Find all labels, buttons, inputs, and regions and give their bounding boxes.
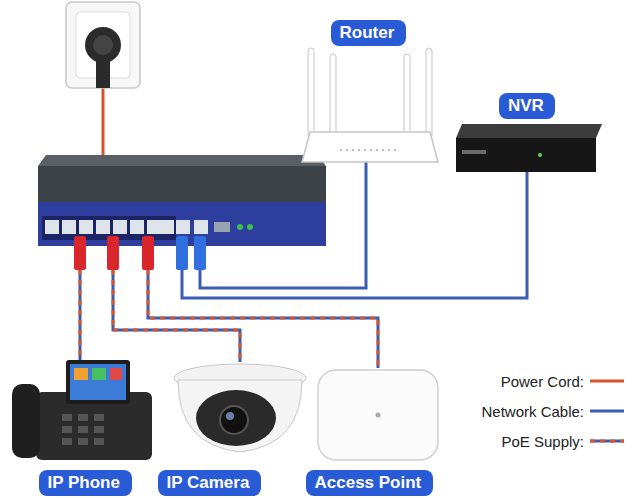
- legend-sample: [588, 436, 626, 446]
- ip-phone-part: [110, 368, 122, 380]
- device-label: Access Point: [306, 470, 433, 496]
- ip-camera-part: [178, 380, 302, 452]
- access-point-part: [376, 413, 381, 418]
- ip-phone-part-part: [78, 414, 88, 421]
- ip-phone-part-part: [94, 426, 104, 433]
- ip-phone-part: [70, 364, 126, 400]
- legend-line: [590, 410, 624, 413]
- poe-plugs-part: [142, 236, 154, 270]
- router-part: [404, 54, 410, 138]
- device-label: IP Camera: [158, 470, 261, 496]
- poe-cables-part: [79, 270, 82, 360]
- ip-phone-part-part: [62, 438, 72, 445]
- nvr-recorder: [456, 124, 602, 172]
- poe-cables-part: [113, 270, 240, 362]
- ip-phone: [12, 360, 152, 460]
- poe-switch-part: [237, 224, 243, 230]
- ip-phone-part-part: [62, 414, 72, 421]
- ip-camera-part: [196, 390, 276, 446]
- switch-ports-part: [62, 220, 76, 234]
- poe-plugs: [74, 236, 154, 270]
- poe-switch: [38, 155, 326, 246]
- ip-camera-part: [220, 406, 248, 434]
- device-label: IP Phone: [39, 470, 132, 496]
- legend-text: PoE Supply:: [501, 433, 584, 450]
- legend-sample: [588, 406, 626, 416]
- wall-outlet-part: [93, 35, 113, 55]
- router-part: [330, 54, 336, 138]
- wall-outlet-part: [66, 2, 140, 88]
- nvr-recorder-part: [462, 150, 486, 154]
- nvr-recorder-part: [456, 138, 596, 172]
- ip-phone-part: [62, 414, 104, 445]
- legend-line: [590, 440, 624, 443]
- device-name: Access Point: [315, 472, 424, 493]
- legend-sample: [588, 376, 626, 386]
- access-point: [318, 370, 438, 460]
- power-cord-part: [102, 88, 105, 156]
- legend-text: Power Cord:: [501, 373, 584, 390]
- power-cord: [103, 88, 104, 156]
- router-part: [340, 149, 400, 151]
- network-plugs: [176, 236, 206, 270]
- device-label: NVR: [499, 93, 555, 119]
- poe-switch-part: [38, 155, 326, 166]
- nvr-recorder-part: [456, 124, 602, 138]
- access-point-part: [318, 370, 438, 460]
- switch-ports-part: [45, 220, 59, 234]
- ip-camera: [174, 364, 306, 452]
- legend-row: Network Cable:: [481, 396, 626, 426]
- switch-ports-part: [214, 222, 230, 232]
- ip-phone-part-part: [62, 426, 72, 433]
- legend: Power Cord: Network Cable: PoE Supply:: [481, 366, 626, 456]
- ip-phone-part-part: [94, 414, 104, 421]
- device-name: Router: [340, 22, 397, 43]
- network-plugs-part: [176, 236, 188, 270]
- router-part: [426, 48, 432, 138]
- legend-text: Network Cable:: [481, 403, 584, 420]
- legend-row: Power Cord:: [481, 366, 626, 396]
- legend-line: [590, 440, 624, 443]
- ip-phone-part-part: [78, 426, 88, 433]
- router-part: [308, 48, 314, 138]
- poe-plugs-part: [107, 236, 119, 270]
- switch-ports-part: [160, 220, 174, 234]
- poe-cables-part: [113, 270, 240, 362]
- nvr-recorder-part: [538, 153, 542, 157]
- poe-plugs-part: [74, 236, 86, 270]
- switch-ports: [45, 220, 230, 234]
- ip-phone-part: [12, 384, 40, 458]
- switch-ports-part: [176, 220, 190, 234]
- router-part: [302, 132, 438, 162]
- router: [302, 48, 438, 162]
- device-label: Router: [331, 20, 406, 46]
- switch-ports-part: [79, 220, 93, 234]
- poe-switch-part: [38, 166, 326, 202]
- poe-cables: [80, 270, 378, 368]
- device-name: IP Camera: [167, 472, 252, 493]
- ip-phone-part: [92, 368, 106, 380]
- ip-phone-part-part: [78, 438, 88, 445]
- poe-switch-part: [247, 224, 253, 230]
- switch-ports-part: [96, 220, 110, 234]
- legend-line: [590, 380, 624, 383]
- ip-camera-part: [226, 412, 234, 420]
- legend-row: PoE Supply:: [481, 426, 626, 456]
- switch-ports-part: [147, 220, 161, 234]
- switch-ports-part: [130, 220, 144, 234]
- network-plugs-part: [194, 236, 206, 270]
- device-name: IP Phone: [48, 472, 123, 493]
- device-name: NVR: [508, 95, 546, 116]
- wall-outlet: [66, 2, 140, 88]
- wall-outlet-part: [96, 55, 110, 88]
- switch-ports-part: [194, 220, 208, 234]
- ip-phone-part: [74, 368, 88, 380]
- poe-cables-part: [79, 270, 82, 360]
- ip-phone-part: [66, 360, 130, 404]
- switch-ports-part: [113, 220, 127, 234]
- ip-phone-part-part: [94, 438, 104, 445]
